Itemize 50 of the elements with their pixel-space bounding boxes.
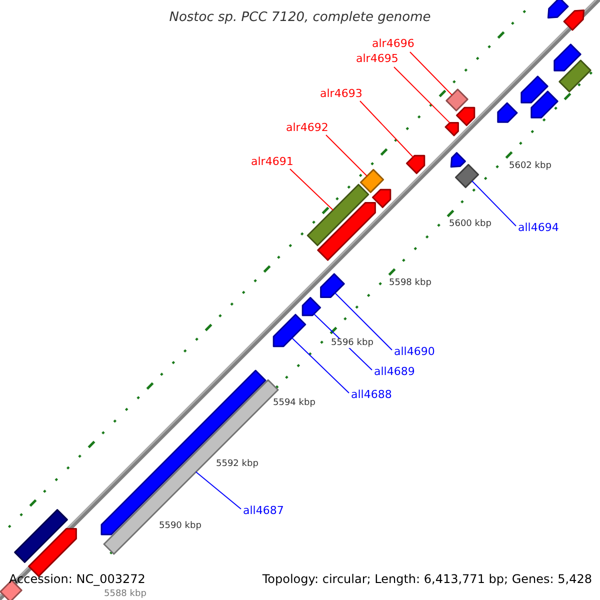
leader-line: [410, 52, 453, 96]
gene-pentagon: [554, 44, 582, 72]
gene-label: all4687: [243, 505, 284, 516]
scale-label: 5598 kbp: [389, 279, 432, 288]
gene-bar: [558, 60, 592, 92]
gene-pentagon: [497, 102, 518, 123]
gene-label: alr4693: [320, 88, 362, 99]
gene-label: alr4692: [286, 122, 328, 133]
gene-pentagon: [372, 188, 392, 208]
gene-pentagon: [406, 154, 426, 174]
gene-pentagon: [520, 76, 548, 104]
gene-pentagon: [444, 122, 459, 136]
gene-pentagon: [530, 90, 558, 118]
gene-bar: [454, 164, 480, 188]
leader-line: [334, 292, 392, 350]
scale-label: 5588 kbp: [104, 590, 146, 599]
gene-label: all4688: [351, 389, 392, 400]
gene-pentagon: [450, 152, 466, 168]
gene-pentagon: [563, 9, 585, 31]
title: Nostoc sp. PCC 7120, complete genome: [168, 11, 432, 24]
footer-text: Topology: circular; Length: 6,413,771 bp; Genes: 5,428: [262, 573, 592, 585]
gene-bar: [446, 88, 468, 112]
leader-line: [326, 134, 368, 177]
gene-pentagon: [547, 0, 569, 19]
leader-line: [195, 471, 242, 510]
gene-label: all4694: [518, 222, 559, 233]
gene-bar: [360, 168, 384, 194]
gene-pentagon: [456, 106, 476, 126]
leader-line: [360, 100, 414, 158]
scale-label: 5596 kbp: [331, 339, 374, 348]
leader-line: [290, 168, 334, 211]
gene-label: alr4691: [251, 156, 294, 167]
gene-pentagon: [320, 273, 345, 298]
gene-label: all4689: [374, 366, 415, 377]
gene-label: all4690: [394, 346, 435, 357]
gene-label: alr4696: [372, 38, 414, 49]
gene-pentagon: [272, 314, 306, 348]
footer-text: Accession: NC_003272: [9, 573, 146, 585]
leader-line: [394, 66, 450, 124]
scale-label: 5594 kbp: [273, 399, 316, 408]
leader-line: [291, 337, 350, 394]
scale-label: 5592 kbp: [216, 460, 258, 469]
scale-label: 5590 kbp: [159, 522, 202, 531]
scale-label: 5600 kbp: [449, 220, 492, 229]
gene-label: alr4695: [356, 53, 398, 64]
scale-label: 5602 kbp: [509, 162, 552, 171]
gene-pentagon: [317, 202, 376, 261]
gene-bar: [306, 184, 370, 246]
gene-bar: [14, 509, 68, 563]
gene-pentagon: [302, 296, 322, 316]
